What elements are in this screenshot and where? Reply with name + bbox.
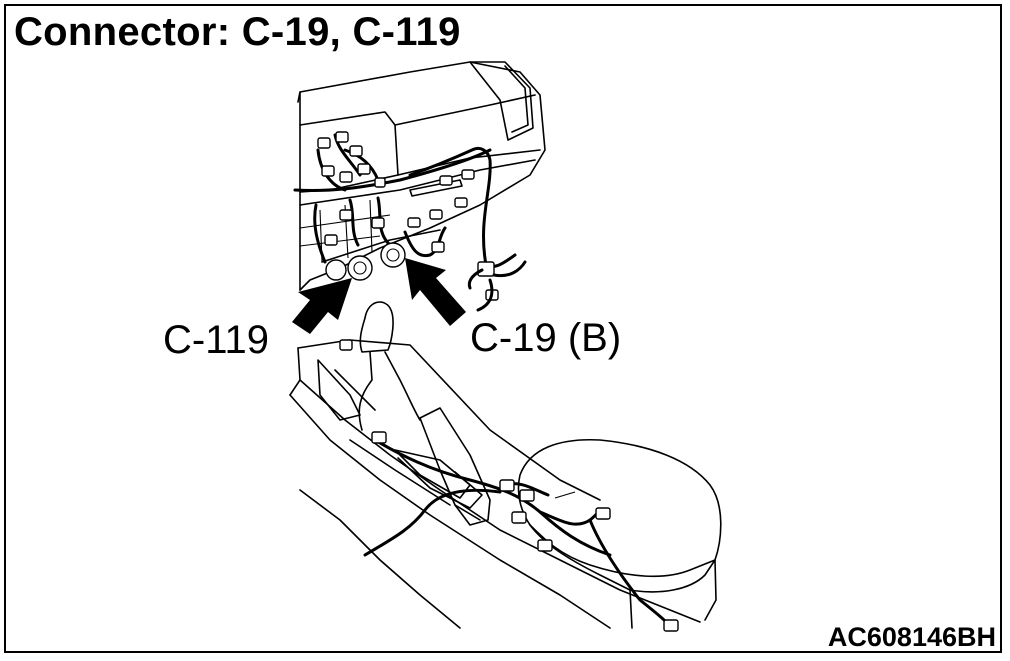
lower-dash <box>321 229 441 281</box>
c119-connector-shape <box>347 255 373 281</box>
c19-label: C-19 (B) <box>470 316 622 360</box>
right-harness <box>467 260 527 312</box>
center-console <box>289 339 701 629</box>
shift-lever <box>358 301 421 431</box>
c119-pointer-arrow <box>292 278 352 334</box>
dash-connectors <box>317 131 499 301</box>
figure-title: Connector: C-19, C-119 <box>14 10 461 54</box>
armrest <box>517 438 722 629</box>
figure-code: AC608146BH <box>827 622 996 652</box>
c119-label: C-119 <box>163 318 269 362</box>
c19-pointer-arrow <box>405 258 466 326</box>
console-wiring <box>339 339 679 632</box>
c19-connector-shape <box>380 242 406 268</box>
